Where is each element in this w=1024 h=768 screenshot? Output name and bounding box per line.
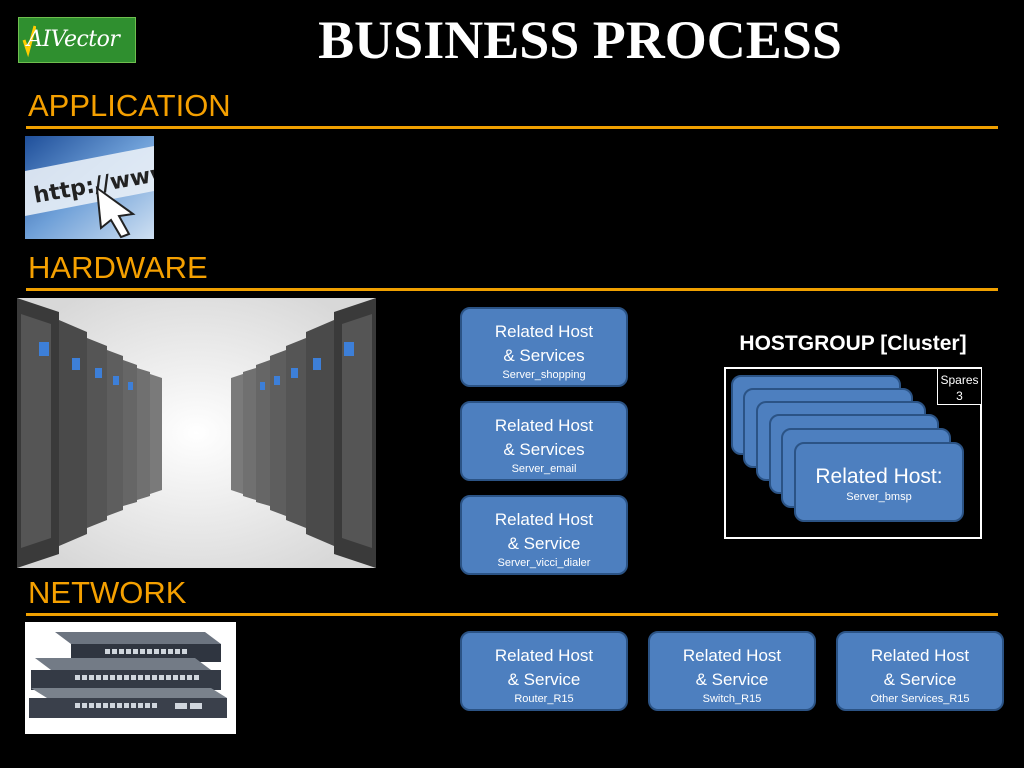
box-host-name: Server_vicci_dialer — [497, 557, 591, 569]
cluster-host-card-primary[interactable]: Related Host: Server_bmsp — [794, 442, 964, 522]
box-line1: Related Host — [494, 322, 594, 341]
spares-label: Spares — [940, 373, 979, 387]
related-host-box-server-email[interactable]: Related Host & Services Server_email — [460, 401, 628, 481]
related-host-box-server-shopping[interactable]: Related Host & Services Server_shopping — [460, 307, 628, 387]
http-browser-image: http://www — [25, 136, 154, 239]
box-host-name: Switch_R15 — [702, 693, 762, 705]
box-line2: & Services — [503, 440, 585, 459]
section-network-heading: NETWORK — [28, 575, 187, 610]
box-line2: & Service — [883, 670, 957, 689]
box-line1: Related Host — [494, 510, 594, 529]
box-host-name: Server_shopping — [502, 369, 586, 381]
spares-count: 3 — [956, 389, 963, 403]
section-divider — [26, 126, 998, 129]
cluster-card-title: Related Host: — [815, 465, 943, 488]
logo-check-icon — [22, 25, 36, 58]
related-host-box-other-services[interactable]: Related Host & Service Other Services_R1… — [836, 631, 1004, 711]
box-host-name: Router_R15 — [514, 693, 574, 705]
box-line2: & Services — [503, 346, 585, 365]
server-racks-image — [17, 298, 376, 568]
related-host-box-switch[interactable]: Related Host & Service Switch_R15 — [648, 631, 816, 711]
hostgroup-title: HOSTGROUP [Cluster] — [739, 332, 967, 355]
hostgroup-cluster-frame — [724, 367, 982, 539]
related-host-box-server-vicci-dialer[interactable]: Related Host & Service Server_vicci_dial… — [460, 495, 628, 575]
cluster-card-host: Server_bmsp — [846, 491, 912, 503]
box-host-name: Server_email — [511, 463, 577, 475]
box-host-name: Other Services_R15 — [870, 693, 970, 705]
spares-badge: Spares 3 — [937, 368, 982, 405]
section-application-heading: APPLICATION — [28, 88, 231, 123]
page-title: BUSINESS PROCESS — [318, 10, 842, 70]
section-divider — [26, 613, 998, 616]
logo-text: AIVector — [27, 27, 120, 52]
box-line2: & Service — [507, 534, 581, 553]
box-line1: Related Host — [682, 646, 782, 665]
box-line2: & Service — [695, 670, 769, 689]
section-hardware-heading: HARDWARE — [28, 250, 208, 285]
company-logo: AIVector — [18, 17, 136, 63]
related-host-box-router[interactable]: Related Host & Service Router_R15 — [460, 631, 628, 711]
box-line1: Related Host — [494, 416, 594, 435]
box-line2: & Service — [507, 670, 581, 689]
section-divider — [26, 288, 998, 291]
network-switches-image — [25, 622, 236, 734]
box-line1: Related Host — [870, 646, 970, 665]
box-line1: Related Host — [494, 646, 594, 665]
